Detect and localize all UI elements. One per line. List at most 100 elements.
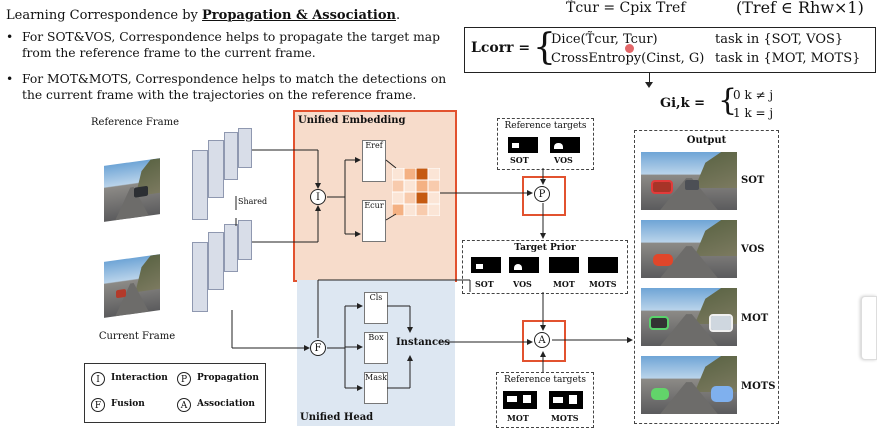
box-label: Box [368, 333, 384, 342]
ref-mask-vos [550, 137, 580, 153]
eq-g-case2: 1 k = j [733, 106, 774, 120]
output-vos-label: VOS [741, 244, 765, 255]
output-image-mots [641, 356, 737, 414]
ref-sot-label: SOT [510, 155, 529, 165]
backbone-layer [224, 224, 238, 272]
bullet-text: For SOT&VOS, Correspondence helps to pro… [22, 30, 440, 60]
unified-head-title: Unified Head [300, 412, 374, 423]
title-prefix: Learning Correspondence by [6, 8, 203, 23]
eref-feature: Eref [362, 140, 386, 182]
prior-mask-mots [588, 257, 618, 273]
target-prior-title: Target Prior [514, 243, 576, 253]
output-title: Output [686, 135, 727, 146]
fusion-op: F [310, 340, 326, 356]
reference-frame-label: Reference Frame [91, 117, 179, 128]
association-op: A [534, 332, 550, 348]
output-image-sot [641, 152, 737, 210]
ref-vos-label: VOS [554, 155, 573, 165]
loss-equation-box: Lcorr = { Dice(T̃cur, Tcur) task in {SOT… [464, 27, 876, 73]
eq-arrow-head [645, 82, 653, 88]
target-prior-box: Target Prior SOT VOS MOT MOTS [462, 240, 628, 294]
ref-mot-label: MOT [507, 413, 529, 423]
ref-mots-label: MOTS [551, 413, 579, 423]
slide-title: Learning Correspondence by Propagation &… [6, 8, 400, 23]
side-panel-tab[interactable] [861, 296, 877, 360]
shared-label: Shared [238, 197, 268, 206]
backbone-layer [208, 232, 224, 290]
backbone-layer [192, 242, 208, 312]
ecur-label: Ecur [364, 201, 384, 210]
backbone-layer [224, 132, 238, 180]
title-suffix: . [395, 8, 401, 23]
bullet-dot: • [6, 72, 14, 86]
ref-targets-top-title: Reference targets [504, 121, 587, 131]
eq-tref-space-text: (Tref ∈ Rhw×1) [736, 0, 864, 17]
propagation-highlight [522, 176, 566, 216]
eq-tcur-text: T̃cur = Cpix Tref [566, 0, 686, 16]
output-image-vos [641, 220, 737, 278]
ecur-feature: Ecur [362, 200, 386, 242]
ref-targets-bottom-title: Reference targets [503, 375, 587, 385]
title-bold: Propagation & Association [202, 8, 396, 23]
prior-vos-label: VOS [513, 279, 532, 289]
instances-label: Instances [396, 337, 451, 348]
ref-mask-mot [503, 391, 537, 409]
bullet-text: For MOT&MOTS, Correspondence helps to ma… [22, 72, 447, 102]
prior-mask-sot [471, 257, 501, 273]
prior-mask-mot [549, 257, 579, 273]
mask-label: Mask [365, 373, 387, 382]
output-mots-label: MOTS [741, 381, 776, 392]
association-highlight [522, 320, 566, 362]
correspondence-matrix [392, 168, 440, 216]
current-frame-label: Current Frame [98, 331, 176, 342]
legend-propagation-icon: P [177, 372, 191, 386]
legend-interaction-label: Interaction [111, 373, 168, 383]
legend-fusion-label: Fusion [111, 399, 145, 409]
ref-mask-mots [549, 391, 583, 409]
backbone-layer [238, 220, 252, 260]
output-sot-label: SOT [741, 175, 765, 186]
legend-propagation-label: Propagation [197, 373, 259, 383]
bullet-dot: • [6, 30, 14, 44]
bullet-sot-vos: • For SOT&VOS, Correspondence helps to p… [6, 30, 470, 61]
prior-sot-label: SOT [475, 279, 494, 289]
box-head: Box [364, 332, 388, 364]
eq-brace: { [533, 27, 556, 68]
legend-interaction-icon: I [91, 372, 105, 386]
interaction-op: I [310, 189, 326, 205]
cls-label: Cls [369, 293, 383, 302]
unified-embedding-title: Unified Embedding [298, 115, 406, 126]
eq-tref-space: (Tref ∈ Rhw×1) [736, 0, 864, 17]
eq-g-case1: 0 k ≠ j [733, 88, 774, 102]
eq-arrow-line [649, 73, 650, 85]
bullet-mot-mots: • For MOT&MOTS, Correspondence helps to … [6, 72, 470, 103]
backbone-layer [238, 128, 252, 168]
output-mot-label: MOT [741, 313, 769, 324]
eq-task1: task in {SOT, VOS} [715, 32, 844, 47]
eq-g-lhs: Gi,k = [660, 96, 705, 111]
legend: I Interaction P Propagation F Fusion A A… [84, 363, 266, 423]
eref-label: Eref [365, 141, 383, 150]
reference-targets-bottom: Reference targets MOT MOTS [496, 372, 594, 428]
output-image-mot [641, 288, 737, 346]
legend-fusion-icon: F [91, 398, 105, 412]
legend-association-icon: A [177, 398, 191, 412]
backbone-layer [192, 150, 208, 220]
prior-mot-label: MOT [553, 279, 575, 289]
eq-dice: Dice(T̃cur, Tcur) [551, 32, 658, 47]
legend-association-label: Association [197, 399, 255, 409]
prior-mots-label: MOTS [589, 279, 617, 289]
backbone-layer [208, 140, 224, 198]
eq-lcorr: Lcorr = [471, 40, 531, 56]
cursor-pointer-dot [625, 44, 634, 53]
eq-crossentropy: CrossEntropy(Cinst, G) [551, 51, 705, 66]
eq-tcur: T̃cur = Cpix Tref [566, 0, 686, 16]
eq-g-brace: { [718, 83, 738, 118]
prior-mask-vos [509, 257, 539, 273]
reference-targets-top: Reference targets SOT VOS [497, 118, 594, 170]
propagation-op: P [534, 186, 550, 202]
cls-head: Cls [364, 292, 388, 324]
eq-task2: task in {MOT, MOTS} [715, 51, 861, 66]
ref-mask-sot [508, 137, 538, 153]
